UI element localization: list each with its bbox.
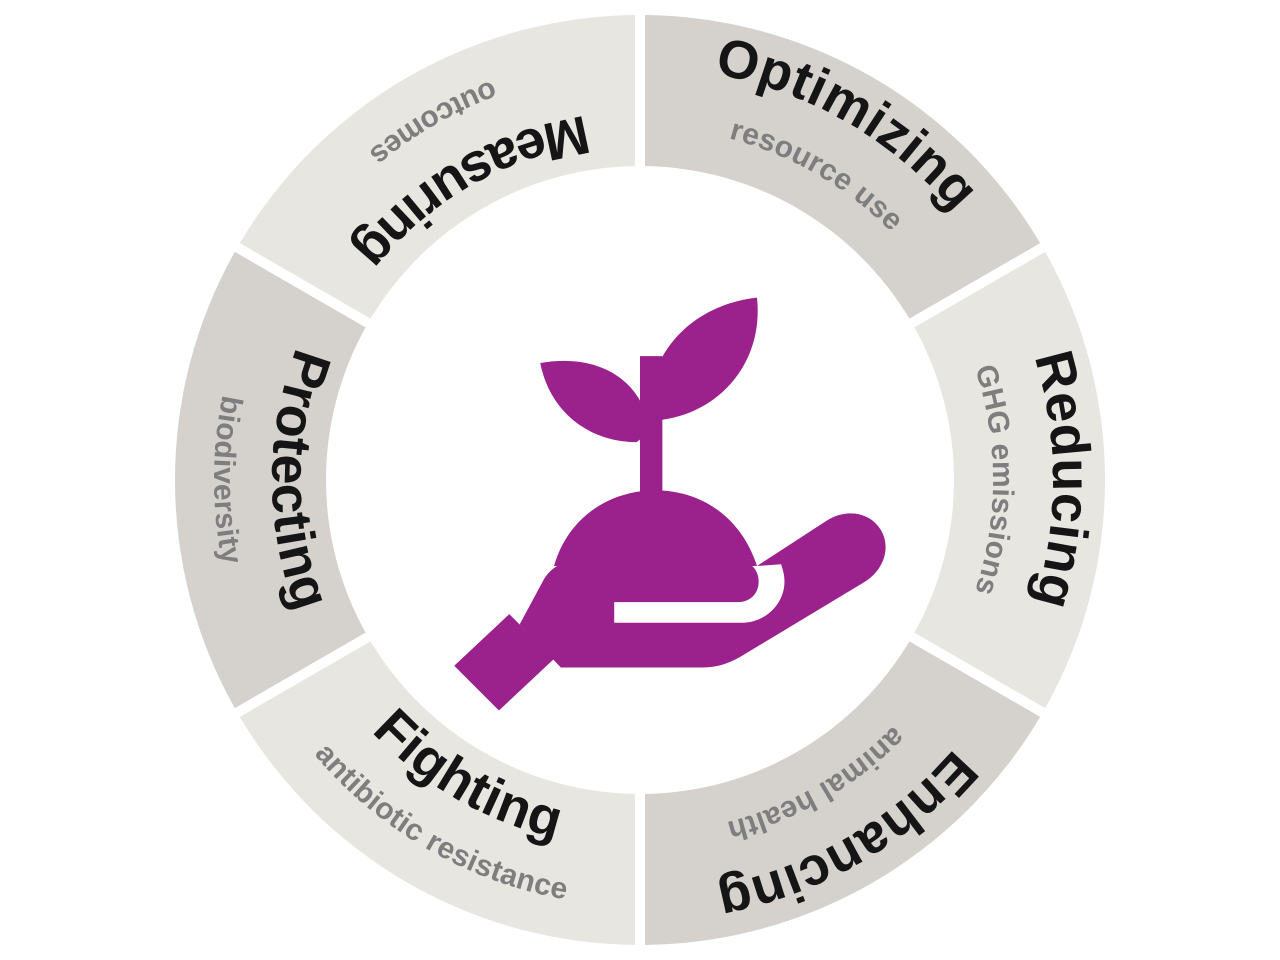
soil-mound: [554, 490, 757, 566]
ring-segment-measuring[interactable]: [239, 15, 635, 319]
hand-cuff: [454, 614, 554, 711]
ring-segment-optimizing[interactable]: [645, 15, 1041, 319]
hand-palm: [519, 513, 886, 668]
sprout-leaf-small: [540, 360, 651, 443]
ring-segment-enhancing[interactable]: [645, 641, 1041, 945]
hand-holding-sprout-icon: [454, 297, 886, 711]
ring-segment-protecting[interactable]: [175, 251, 366, 709]
ring-segment-fighting[interactable]: [239, 641, 635, 945]
sprout-leaf-large: [648, 297, 758, 420]
ring-segments-layer: [175, 15, 1105, 945]
ring-segment-reducing[interactable]: [914, 251, 1105, 709]
